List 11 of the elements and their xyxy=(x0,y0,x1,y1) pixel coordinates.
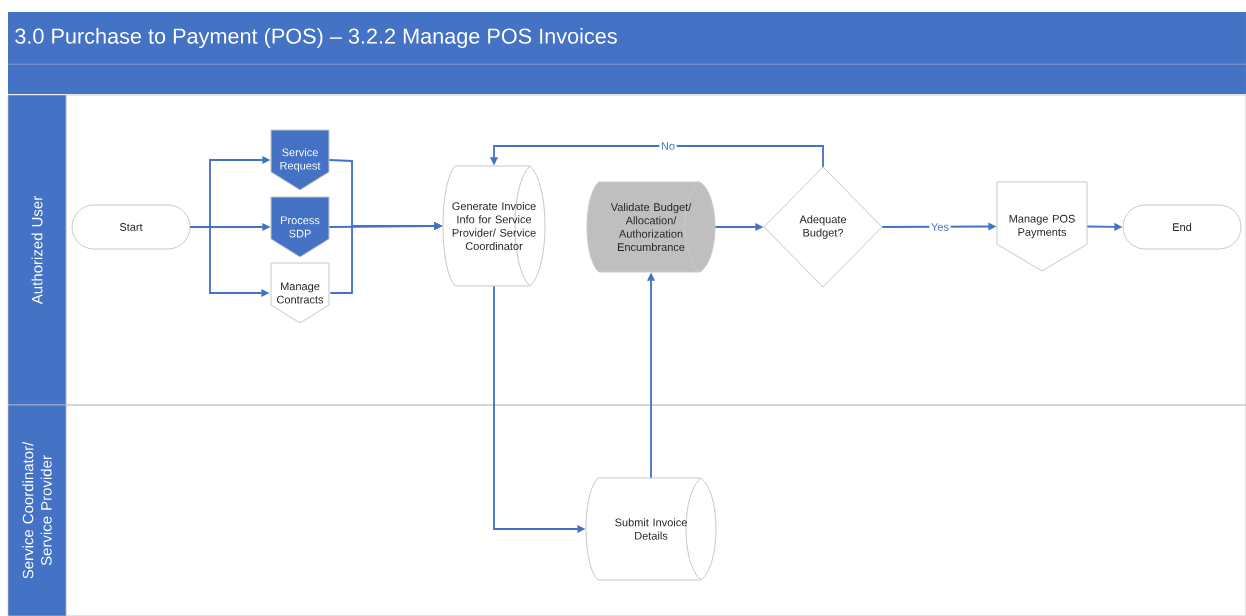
off-page-connector: Process SDP xyxy=(270,196,330,258)
end-terminator: End xyxy=(1122,204,1242,250)
off-page-connector: Manage Contracts xyxy=(270,262,330,324)
node-label: Service Coordinator/ Service Provider xyxy=(22,441,52,579)
node-label: Authorized User xyxy=(31,196,43,305)
edge-label: No xyxy=(659,140,677,152)
start-terminator: Start xyxy=(71,204,191,250)
edge-label: Yes xyxy=(929,221,951,233)
off-page-connector: Manage POS Payments xyxy=(996,181,1088,272)
off-page-connector: Service Request xyxy=(270,129,330,191)
title-bar: 3.0 Purchase to Payment (POS) – 3.2.2 Manage POS Invoices xyxy=(8,12,1246,64)
